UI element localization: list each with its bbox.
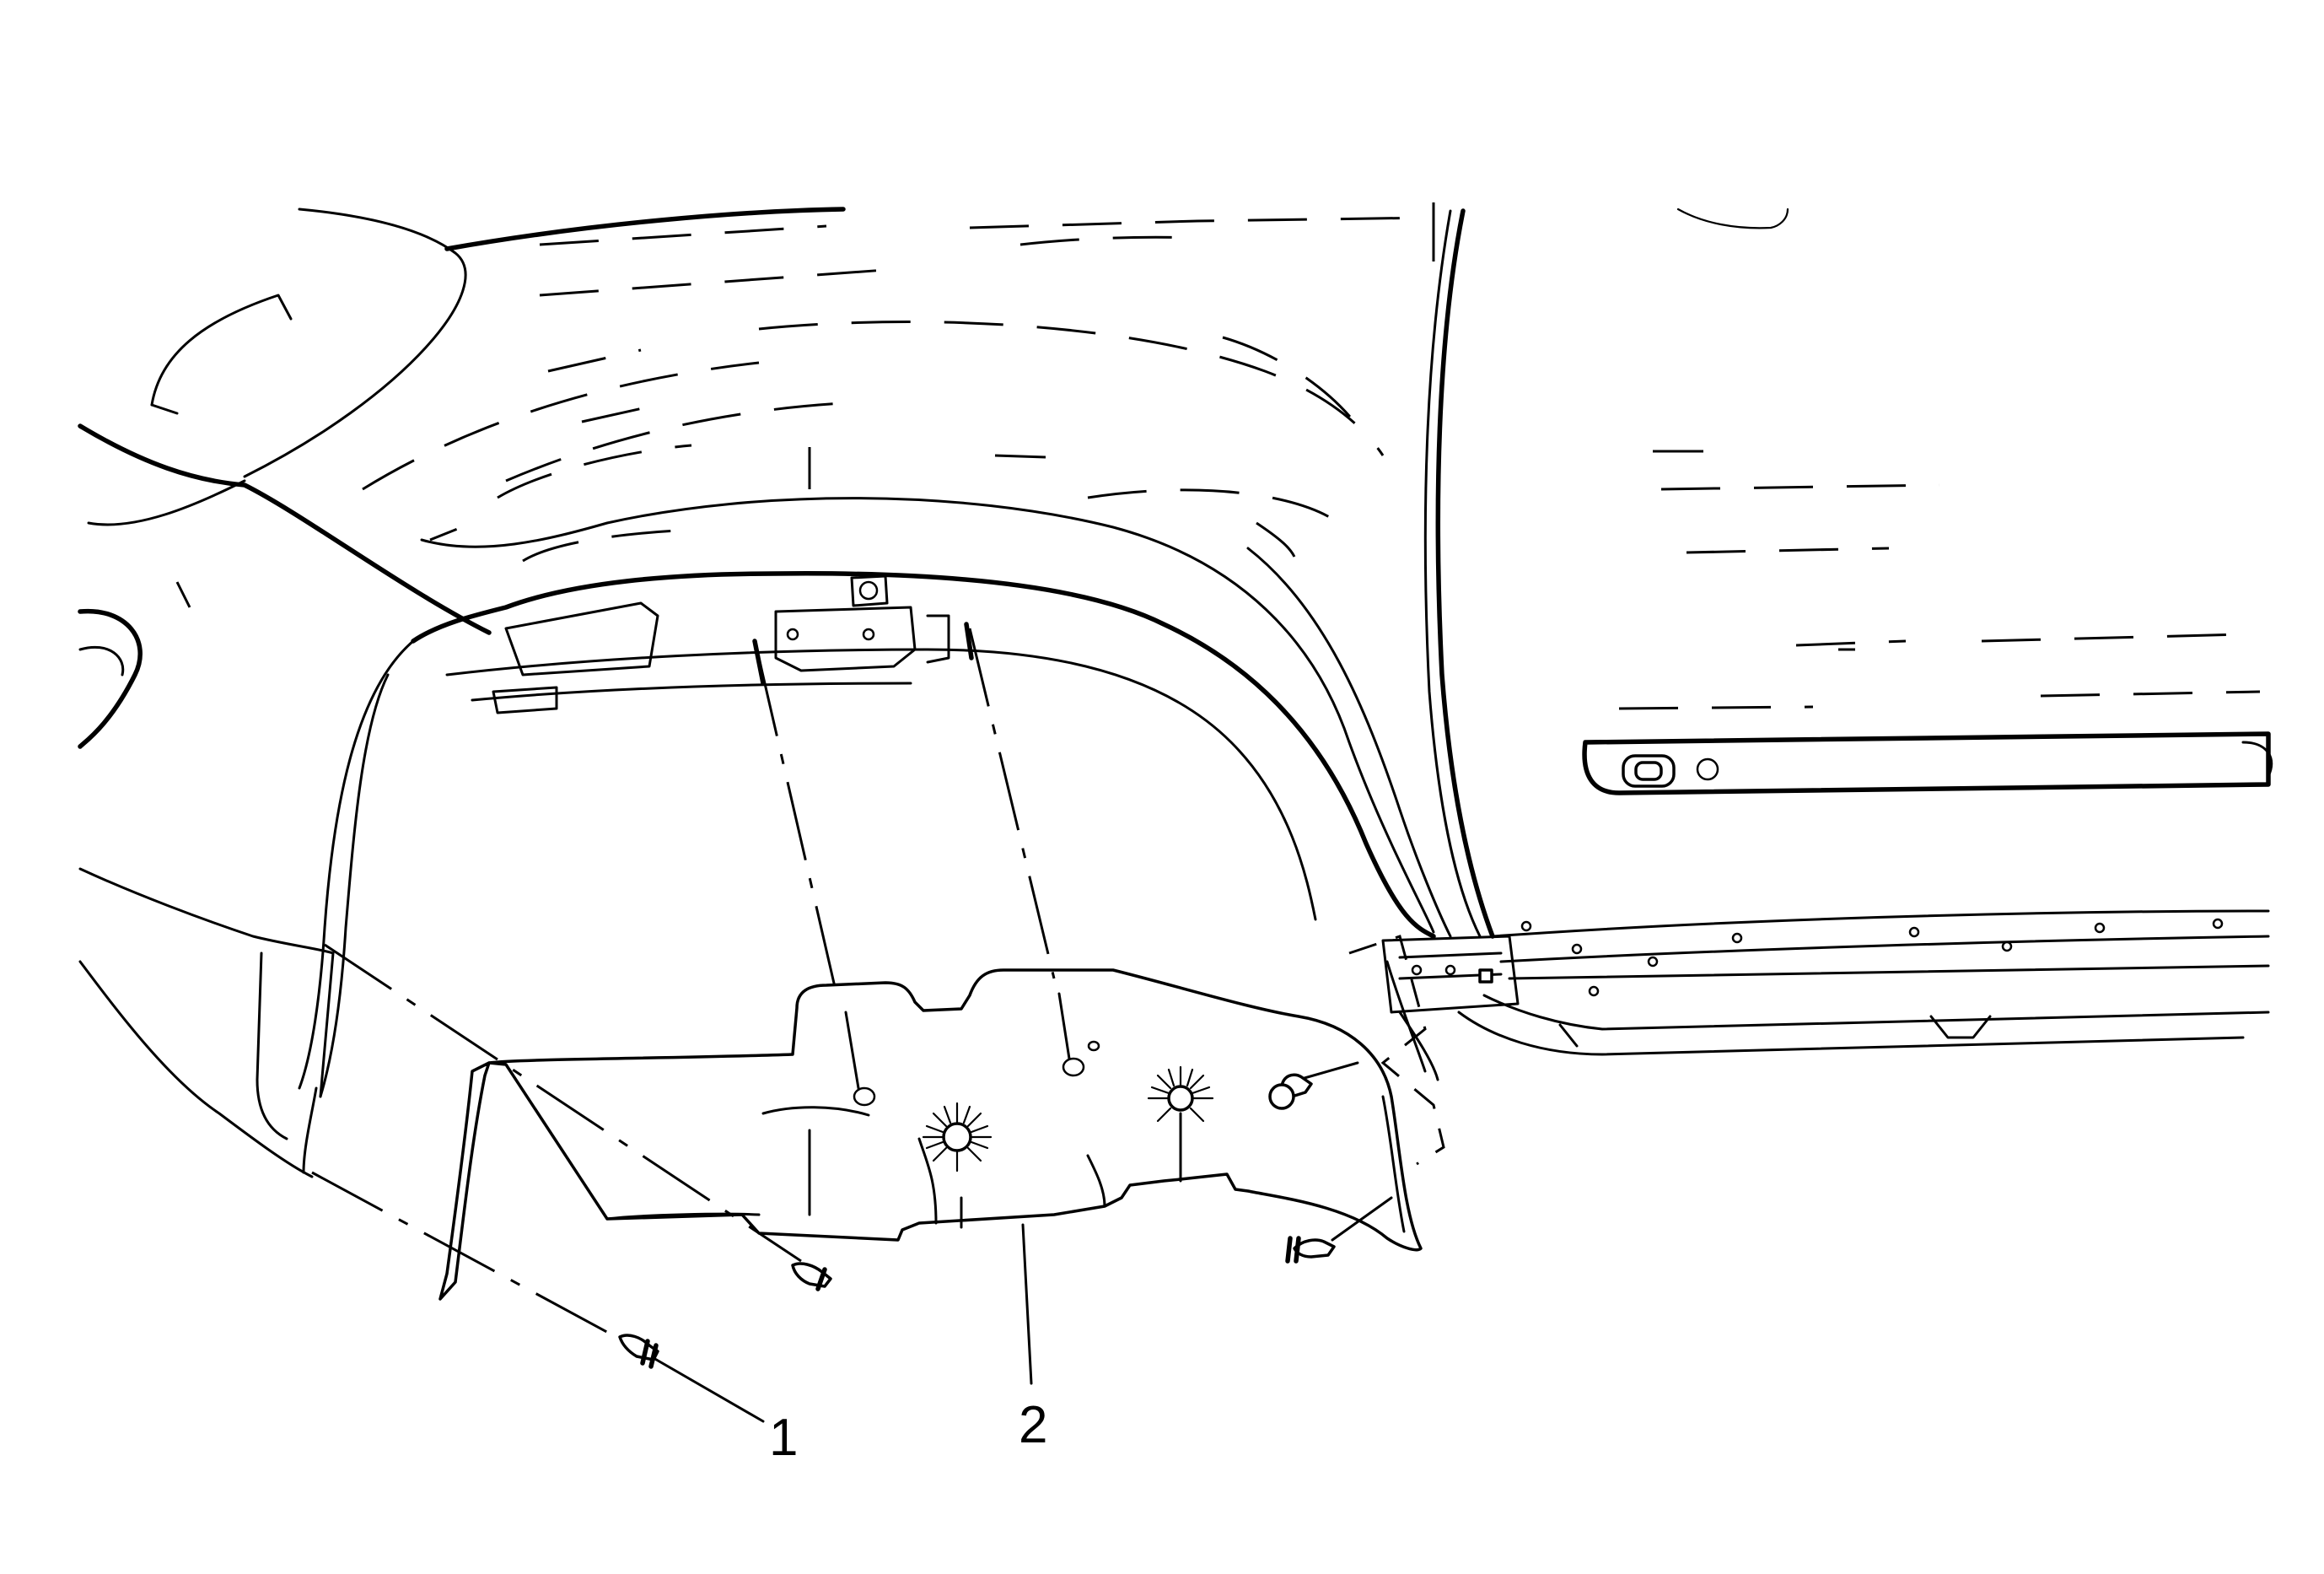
- starburst-mark: [922, 1102, 993, 1172]
- callout-2: 2: [1019, 1223, 1047, 1454]
- callout-label-1: 1: [769, 1409, 798, 1467]
- fastener-push-pin: [1268, 1073, 1313, 1110]
- wheelhouse-liner: [438, 968, 1423, 1301]
- rocker-end-bracket: [1381, 935, 1520, 1081]
- installation-lines: [311, 622, 1445, 1343]
- vehicle-body: [78, 202, 1452, 938]
- fastener-push-pin: [618, 1334, 659, 1369]
- fastener-push-pin: [1285, 1236, 1336, 1264]
- rear-door-and-rocker: [1423, 208, 2273, 1056]
- fastener-push-pin: [791, 1262, 832, 1291]
- callout-1: 1: [652, 1356, 798, 1467]
- callout-label-2: 2: [1019, 1396, 1047, 1454]
- wheel-opening: [78, 571, 1436, 1178]
- starburst-mark: [1147, 1065, 1214, 1123]
